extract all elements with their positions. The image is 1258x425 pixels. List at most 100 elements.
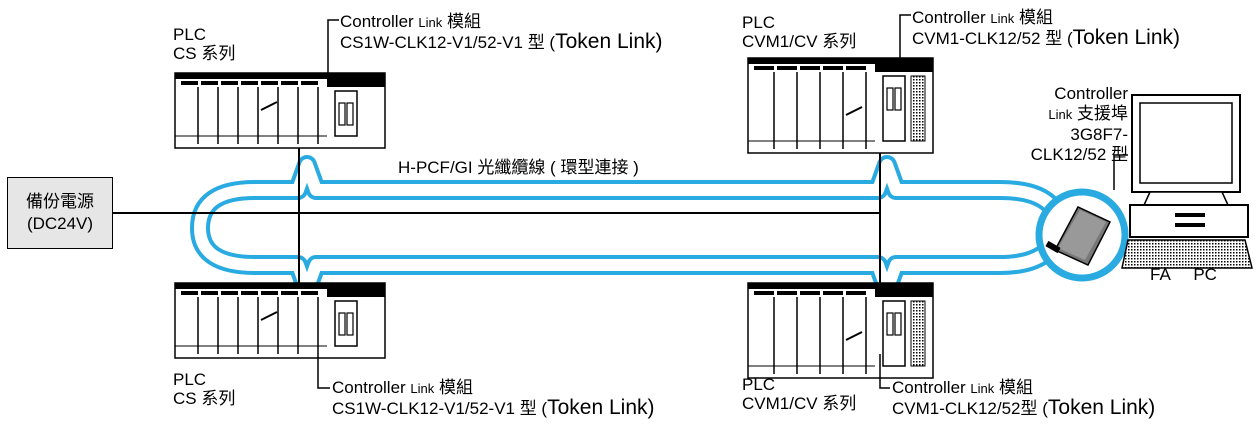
plc-label: PLC <box>742 13 776 32</box>
rack-top-bar <box>748 283 933 289</box>
rack-top-bar <box>175 73 385 79</box>
slot-header <box>281 81 298 85</box>
cpu-indicator <box>886 87 894 111</box>
module-connector <box>260 101 278 111</box>
slot-header <box>777 66 797 70</box>
plc-series: CVM1/CV 系列 <box>742 32 857 51</box>
module-connector <box>845 106 863 116</box>
slot-header <box>777 291 797 295</box>
slot-header <box>261 291 278 295</box>
module-top-left-label: Controller Link 模組 CS1W-CLK12-V1/52-V1 型… <box>340 12 663 52</box>
plc-rack-cvm1-top <box>747 57 934 154</box>
support-board-link: Link <box>1048 107 1073 122</box>
cpu-indicator <box>886 312 894 336</box>
slot-header <box>301 291 318 295</box>
module-bottom-left-label: Controller Link 模組 CS1W-CLK12-V1/52-V1 型… <box>332 378 655 418</box>
slot-header <box>800 66 820 70</box>
plc-top-left-label: PLC CS 系列 <box>173 25 235 63</box>
slot-header <box>201 81 218 85</box>
backup-power-supply: 備份電源 (DC24V) <box>7 177 113 249</box>
module-model: CVM1-CLK12/52 型 ( <box>912 29 1073 48</box>
fiber-ring-outline <box>190 155 1070 300</box>
support-board-model: 3G8F7- <box>1070 125 1128 144</box>
slot-header <box>754 291 774 295</box>
plc-series: CVM1/CV 系列 <box>742 394 857 413</box>
module-name-suffix: 模組 <box>1014 8 1054 27</box>
module-model-close: ) <box>1173 26 1181 49</box>
plc-label: PLC <box>173 25 207 44</box>
rack-power-block <box>327 73 385 87</box>
rack-power-block <box>327 283 385 297</box>
slot-header <box>201 291 218 295</box>
token-link-label: Token Link <box>555 30 656 53</box>
module-model: CVM1-CLK12/52型 ( <box>892 399 1048 418</box>
slot-header <box>241 291 258 295</box>
slot-header <box>301 81 318 85</box>
fiber-ring-inner <box>194 159 1066 296</box>
slot-header <box>823 291 843 295</box>
fa-label: FA <box>1150 265 1170 284</box>
module-model: CS1W-CLK12-V1/52-V1 型 ( <box>340 33 556 52</box>
module-connector <box>260 311 278 321</box>
slot-header <box>221 81 238 85</box>
module-leaders <box>317 14 1128 389</box>
plc-label: PLC <box>173 370 207 389</box>
support-board-line1: Controller <box>1054 84 1128 103</box>
module-model: CS1W-CLK12-V1/52-V1 型 ( <box>332 399 548 418</box>
module-top-right-label: Controller Link 模組 CVM1-CLK12/52 型 (Toke… <box>912 8 1180 48</box>
cpu-indicator <box>346 102 354 126</box>
slot-header <box>181 81 198 85</box>
slot-header <box>281 291 298 295</box>
module-bottom-right-label: Controller Link 模組 CVM1-CLK12/52型 (Token… <box>892 378 1155 418</box>
cpu-indicator <box>338 312 346 336</box>
rack-vent <box>910 75 926 142</box>
plc-rack-cs-top <box>174 72 386 149</box>
cpu-unit <box>882 300 906 367</box>
slot-header <box>241 81 258 85</box>
slot-header <box>221 291 238 295</box>
rack-power-block <box>875 58 933 72</box>
plc-series: CS 系列 <box>173 389 236 408</box>
support-board-card-icon <box>1035 188 1129 282</box>
slot-header <box>754 66 774 70</box>
power-label: 備份電源 <box>26 192 94 211</box>
power-voltage: (DC24V) <box>26 214 94 233</box>
support-board-line2: 支援埠 <box>1072 104 1128 123</box>
cpu-indicator <box>894 312 902 336</box>
cpu-unit <box>334 90 358 137</box>
slot-header <box>261 81 278 85</box>
module-name: Controller <box>892 378 971 397</box>
token-link-label: Token Link <box>547 396 648 419</box>
token-link-label: Token Link <box>1047 396 1149 419</box>
module-connector <box>845 331 863 341</box>
module-name: Controller <box>340 12 419 31</box>
rack-top-bar <box>175 283 385 289</box>
cpu-indicator <box>338 102 346 126</box>
slot-header <box>846 291 866 295</box>
plc-rack-cs-bottom <box>174 282 386 359</box>
module-model-close: ) <box>655 30 663 53</box>
rack-top-bar <box>748 58 933 64</box>
cpu-indicator <box>894 87 902 111</box>
rack-power-block <box>875 283 933 297</box>
fiber-ring <box>190 155 1070 300</box>
cpu-unit <box>882 75 906 142</box>
fa-pc-computer-icon <box>1121 94 1253 269</box>
slot-header <box>823 66 843 70</box>
module-name-link: Link <box>418 15 443 30</box>
plc-label: PLC <box>742 375 776 394</box>
module-name-link: Link <box>970 381 995 396</box>
slot-header <box>846 66 866 70</box>
plc-bottom-left-label: PLC CS 系列 <box>173 370 235 408</box>
module-name-link: Link <box>410 381 435 396</box>
fiber-cable-label: H-PCF/GI 光纖纜線 ( 環型連接 ) <box>398 158 639 177</box>
support-board-model-type: CLK12/52 型 <box>1030 145 1128 164</box>
plc-series: CS 系列 <box>173 44 236 63</box>
module-name-suffix: 模組 <box>434 378 474 397</box>
token-link-label: Token Link <box>1072 26 1174 49</box>
slot-header <box>181 291 198 295</box>
fa-pc-label: FA PC <box>1150 265 1217 284</box>
module-name-suffix: 模組 <box>442 12 482 31</box>
